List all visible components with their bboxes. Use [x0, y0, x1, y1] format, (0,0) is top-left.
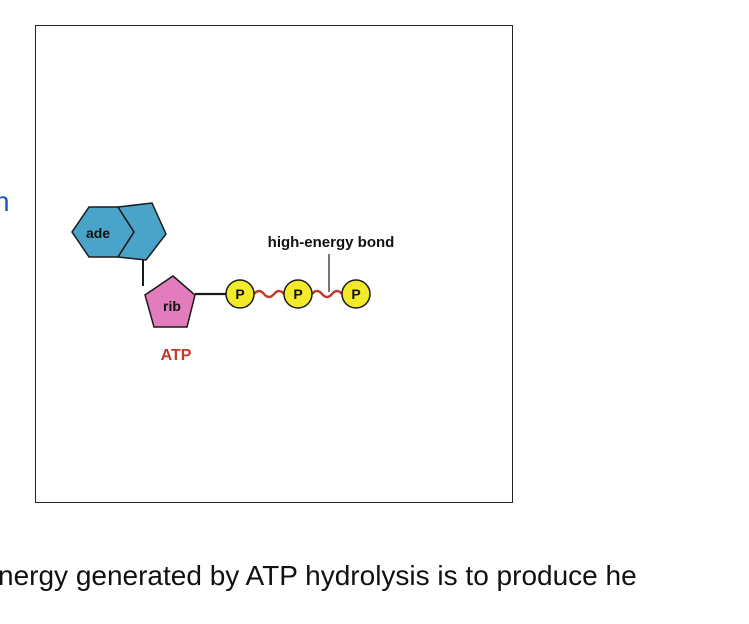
adenine-pentagon [116, 202, 167, 261]
high-energy-bond-2 [311, 289, 343, 299]
high-energy-bond-1 [253, 289, 285, 299]
adenine-label: ade [86, 225, 110, 241]
caption-text: nergy generated by ATP hydrolysis is to … [0, 560, 637, 591]
ribose-pentagon [144, 275, 196, 328]
atp-diagram-frame: ade rib P P P high-energy bond ATP [35, 25, 513, 503]
phosphate-label-3: P [351, 286, 360, 302]
phosphate-circle-1 [225, 279, 255, 309]
phosphate-circle-3 [341, 279, 371, 309]
ribose-label: rib [163, 298, 181, 314]
atp-diagram: ade rib P P P high-energy bond ATP [71, 202, 395, 364]
phosphate-label-2: P [293, 286, 302, 302]
high-energy-bond-label: high-energy bond [268, 234, 395, 251]
phosphate-label-1: P [235, 286, 244, 302]
cut-off-text-fragment: n [0, 186, 10, 217]
phosphate-circle-2 [283, 279, 313, 309]
atp-label: ATP [161, 347, 192, 364]
